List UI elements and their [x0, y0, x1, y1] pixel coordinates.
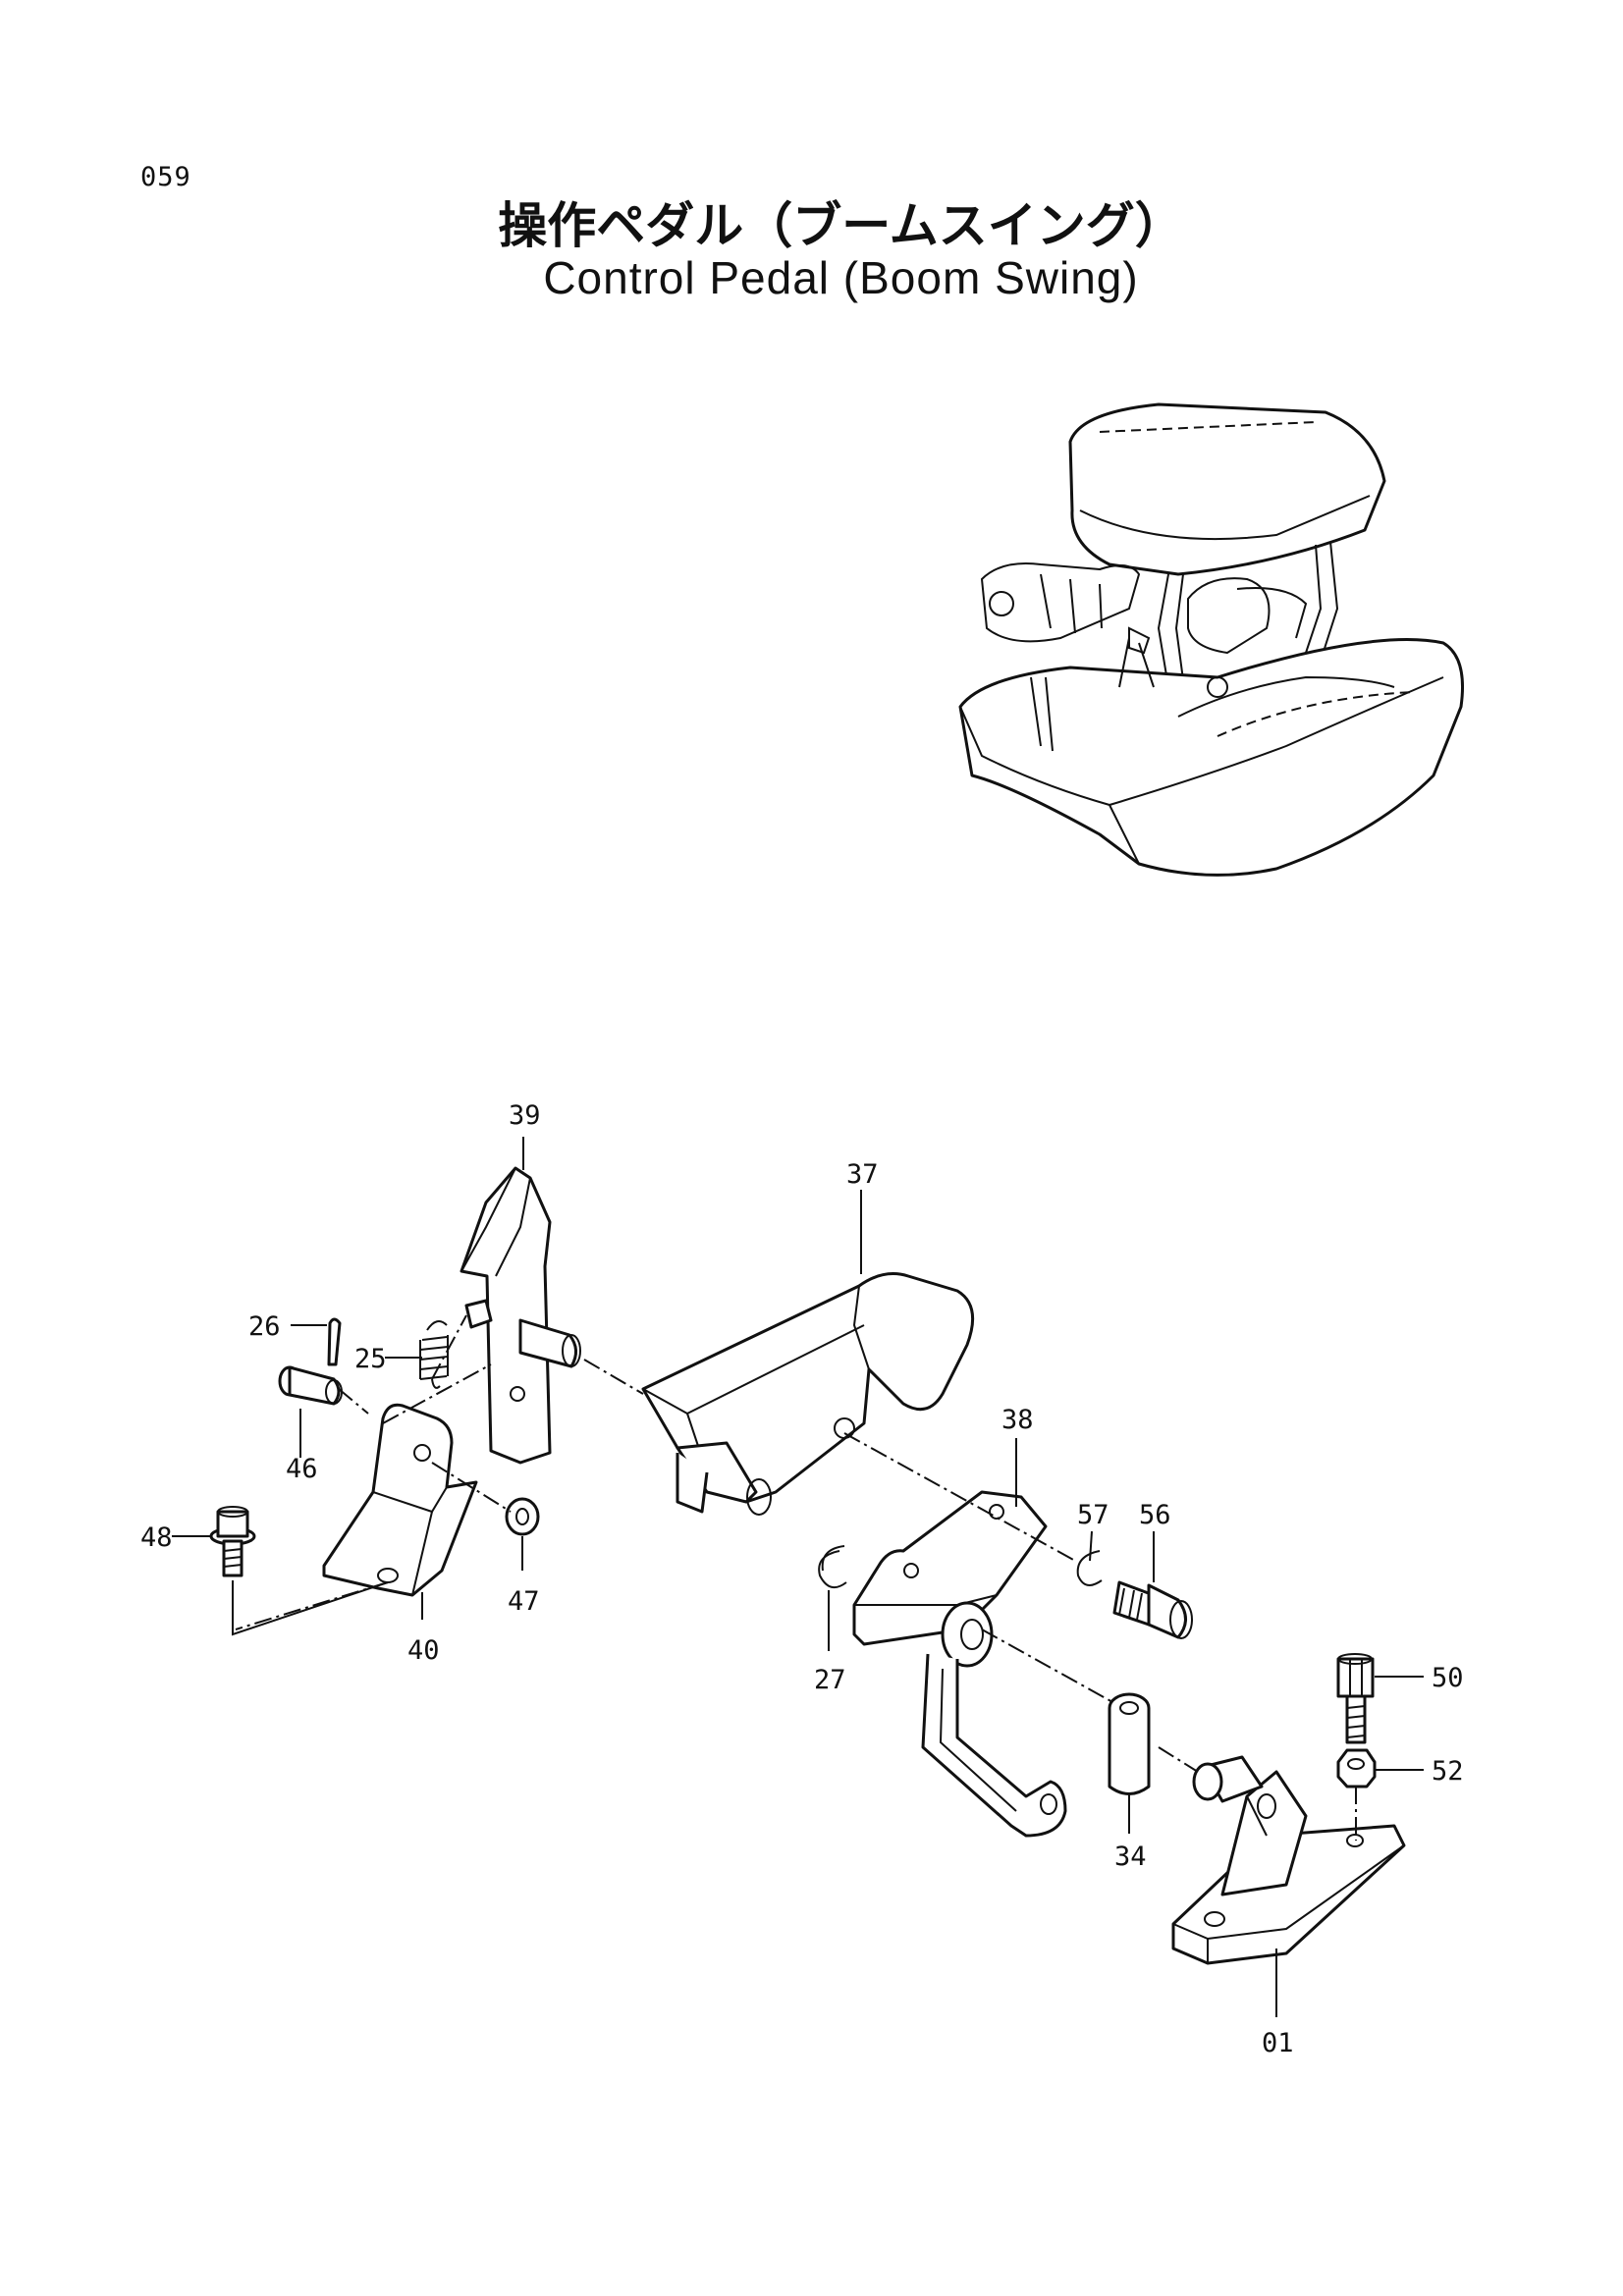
callout-25: 25 [354, 1344, 387, 1374]
part-46-clevis-pin [278, 1365, 343, 1406]
part-27-snap-ring [818, 1545, 847, 1589]
part-26-cotter-pin [327, 1317, 342, 1366]
callout-leaders [172, 1137, 1424, 2017]
callout-40: 40 [407, 1635, 440, 1666]
part-01-base-bracket [1171, 1755, 1406, 1965]
callout-52: 52 [1432, 1756, 1464, 1787]
part-38-pedal-arm [852, 1490, 1067, 1838]
part-50-bolt [1336, 1653, 1375, 1744]
part-25-spring [419, 1320, 449, 1389]
callout-labels: 39 37 26 25 46 48 40 47 38 57 56 27 50 5… [140, 1100, 1464, 2058]
part-39-pedal-lever [460, 1166, 581, 1465]
part-56-bolt [1112, 1580, 1193, 1639]
part-37-pedal [641, 1272, 975, 1516]
callout-57: 57 [1077, 1500, 1109, 1530]
callout-34: 34 [1114, 1842, 1147, 1872]
assembly-guide-lines [235, 1314, 1357, 1841]
callout-56: 56 [1139, 1500, 1171, 1530]
page-title-japanese: 操作ペダル（ブームスイング） [498, 197, 1184, 254]
callout-38: 38 [1001, 1405, 1034, 1435]
part-34-bushing [1108, 1692, 1151, 1795]
page-number: 059 [140, 162, 191, 192]
callout-50: 50 [1432, 1663, 1464, 1693]
page-title-english: Control Pedal (Boom Swing) [543, 252, 1139, 303]
callout-46: 46 [286, 1454, 318, 1484]
part-40-bracket [322, 1403, 478, 1597]
machine-overview-illustration [958, 402, 1465, 877]
part-52-nut [1336, 1748, 1377, 1789]
callout-26: 26 [248, 1311, 281, 1342]
callout-27: 27 [814, 1665, 846, 1695]
part-57-e-ring [1076, 1550, 1103, 1586]
callout-47: 47 [508, 1586, 540, 1617]
callout-01: 01 [1262, 2028, 1294, 2058]
callout-48: 48 [140, 1522, 173, 1553]
part-47-washer [505, 1497, 540, 1536]
part-48-flange-bolt [209, 1506, 256, 1577]
callout-39: 39 [509, 1100, 541, 1131]
callout-37: 37 [846, 1159, 879, 1190]
